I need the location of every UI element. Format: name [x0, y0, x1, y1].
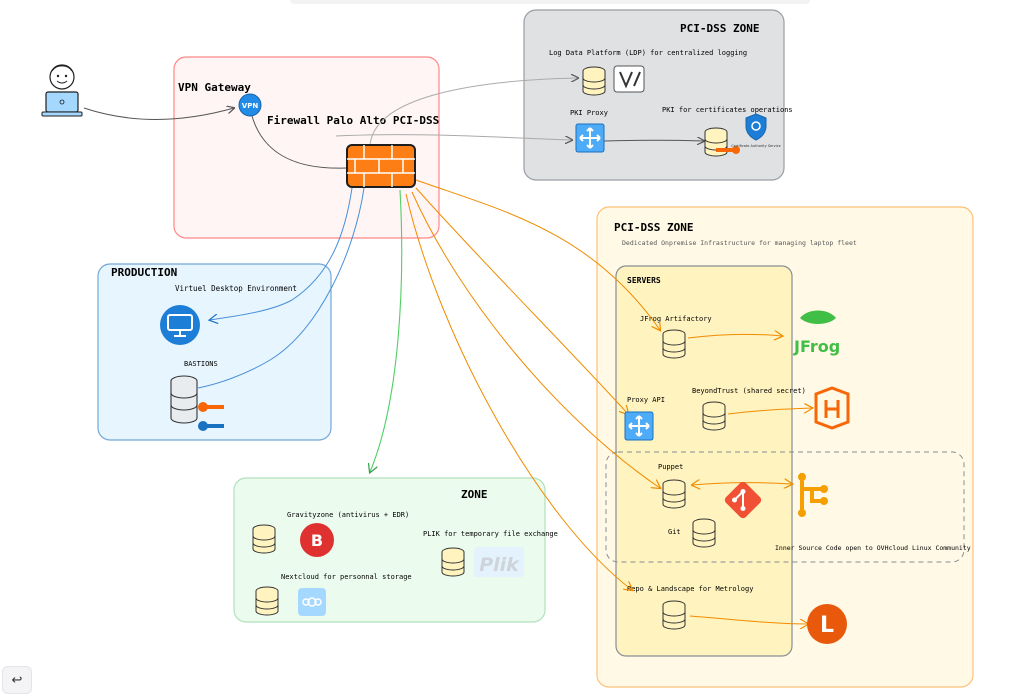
gravityzone-database-icon[interactable] — [252, 524, 276, 554]
edge-repo-to-landscape[interactable] — [689, 615, 808, 624]
jfrog-logo-text: JFrog — [793, 337, 840, 356]
git-database-icon[interactable] — [692, 518, 716, 548]
edge-firewall-to-vde[interactable] — [210, 187, 353, 320]
key-orange-icon — [198, 402, 224, 412]
git-label: Git — [668, 528, 681, 536]
nextcloud-database-icon[interactable] — [255, 586, 279, 616]
plik-database-icon[interactable] — [441, 547, 465, 577]
edge-firewall-to-ldp[interactable] — [369, 78, 578, 146]
edge-firewall-to-proxy-api[interactable] — [415, 187, 628, 414]
plik-label: PLIK for temporary file exchange — [423, 530, 558, 538]
edge-user-to-vpn[interactable] — [83, 108, 234, 120]
pci-right-title: PCI-DSS ZONE — [614, 221, 693, 234]
edge-firewall-to-pki-proxy[interactable] — [335, 134, 572, 140]
beyondtrust-label: BeyondTrust (shared secret) — [692, 387, 806, 395]
key-blue-icon — [198, 421, 224, 431]
gravityzone-logo-text: B — [311, 531, 323, 550]
user-laptop-icon[interactable] — [41, 64, 83, 117]
pci-top-title: PCI-DSS ZONE — [680, 22, 759, 35]
edge-pki-proxy-to-pki[interactable] — [603, 140, 704, 141]
jfrog-label: JFrog Artifactory — [640, 315, 712, 323]
ldp-label: Log Data Platform (LDP) for centralized … — [549, 49, 747, 57]
edge-firewall-to-puppet[interactable] — [411, 191, 660, 488]
nextcloud-logo-icon — [298, 588, 326, 616]
landscape-logo-text: L — [820, 613, 834, 638]
plik-logo-icon: Plik — [474, 547, 524, 577]
edge-jfrog-to-jfrog-logo[interactable] — [687, 334, 782, 338]
vpn-icon[interactable]: VPN — [238, 93, 262, 117]
repo-landscape-label: Repo & Landscape for Metrology — [627, 585, 753, 593]
top-toolbar-edge — [290, 0, 810, 4]
beyondtrust-logo-icon — [814, 386, 850, 430]
proxy-api-label: Proxy API — [627, 396, 665, 404]
jfrog-database-icon[interactable] — [662, 329, 686, 359]
ldp-database-icon[interactable] — [582, 66, 606, 96]
pki-proxy-icon[interactable] — [575, 123, 605, 153]
firewall-label: Firewall Palo Alto PCI-DSS — [267, 114, 439, 127]
edge-vpn-to-firewall[interactable] — [251, 115, 347, 169]
jfrog-logo-icon: JFrog — [793, 310, 840, 356]
edge-firewall-to-jfrog-server[interactable] — [415, 179, 660, 330]
zone-title: ZONE — [461, 488, 488, 501]
gravityzone-label: Gravityzone (antivirus + EDR) — [287, 511, 409, 519]
bastions-label: BASTIONS — [184, 360, 218, 368]
inner-source-logo-icon — [798, 473, 828, 517]
puppet-database-icon[interactable] — [662, 479, 686, 509]
git-logo-icon — [724, 481, 762, 519]
pci-dss-top-zone[interactable] — [523, 9, 785, 181]
inner-source-label: Inner Source Code open to OVHcloud Linux… — [775, 544, 971, 552]
servers-title: SERVERS — [627, 276, 661, 285]
vpn-gateway-title: VPN Gateway — [178, 81, 251, 94]
inner-source-dashed-box[interactable] — [605, 451, 965, 563]
nextcloud-label: Nextcloud for personnal storage — [281, 573, 412, 581]
ca-badge-text: Certificate Authority Service — [731, 144, 781, 148]
bastions-database-icon[interactable] — [170, 375, 198, 424]
vpn-icon-text: VPN — [242, 102, 259, 110]
vde-label: Virtuel Desktop Environment — [175, 284, 297, 293]
edge-firewall-to-repo[interactable] — [405, 193, 632, 590]
gravityzone-logo-icon: B — [300, 523, 334, 557]
certificate-authority-icon: Certificate Authority Service — [731, 113, 781, 148]
monitor-icon[interactable] — [160, 305, 200, 345]
proxy-api-icon[interactable] — [624, 411, 654, 441]
pki-key-icon — [716, 146, 740, 154]
puppet-label: Puppet — [658, 463, 683, 471]
beyondtrust-database-icon[interactable] — [702, 401, 726, 431]
landscape-logo-icon: L — [807, 604, 847, 644]
pki-proxy-label: PKI Proxy — [570, 109, 608, 117]
production-title: PRODUCTION — [111, 266, 177, 279]
servers-box[interactable] — [615, 265, 793, 657]
pki-ops-label: PKI for certificates operations — [662, 106, 793, 114]
zone-box[interactable] — [233, 477, 546, 623]
pci-right-subtitle: Dedicated Onpremise Infrastructure for m… — [622, 239, 857, 247]
edge-firewall-to-zone[interactable] — [370, 189, 403, 472]
edge-firewall-to-bastions[interactable] — [197, 187, 365, 389]
ldp-logo-icon — [613, 65, 645, 93]
plik-logo-text: Plik — [479, 554, 520, 576]
firewall-icon[interactable] — [346, 144, 416, 188]
repo-database-icon[interactable] — [662, 600, 686, 630]
edge-beyondtrust-to-logo[interactable] — [727, 408, 812, 415]
undo-button[interactable]: ↩ — [2, 666, 32, 694]
